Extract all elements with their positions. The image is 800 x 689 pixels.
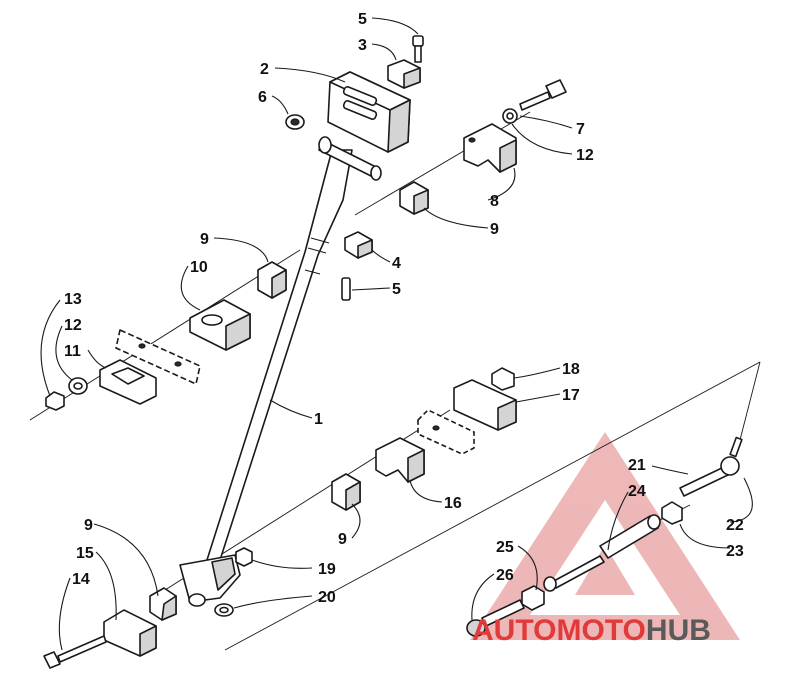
top-clamp-block: [387, 59, 421, 89]
tie-rod-end-lower: [466, 599, 525, 637]
callout-20: 20: [318, 589, 336, 606]
watermark-hub: HUB: [646, 614, 711, 647]
middle-bushing: [257, 261, 287, 299]
callout-19: 19: [318, 561, 336, 578]
callout-8: 8: [490, 193, 499, 210]
lower-plate: [417, 409, 475, 455]
lower-backing-plate: [453, 379, 517, 431]
callout-1: 1: [314, 411, 323, 428]
callout-9: 9: [490, 221, 499, 238]
middle-lock-nut: [45, 391, 65, 411]
callout-9: 9: [84, 517, 93, 534]
upper-bushing: [399, 181, 429, 215]
callout-9: 9: [338, 531, 347, 548]
callout-22: 22: [726, 517, 744, 534]
callout-7: 7: [576, 121, 585, 138]
lower-bearing-cap: [375, 437, 425, 483]
middle-retainer-plate: [99, 359, 157, 405]
tie-rod-end-upper: [679, 436, 743, 497]
callout-17: 17: [562, 387, 580, 404]
callout-16: 16: [444, 495, 462, 512]
callout-2: 2: [260, 61, 269, 78]
callout-9: 9: [200, 231, 209, 248]
callout-24: 24: [628, 483, 646, 500]
callout-14: 14: [72, 571, 90, 588]
watermark-auto: AUTO: [472, 614, 556, 647]
leader-lines: [40, 17, 753, 651]
lower-bushing: [331, 473, 361, 511]
upper-bearing-cap: [463, 123, 517, 173]
callout-4: 4: [392, 255, 401, 272]
bottom-washer: [214, 603, 234, 617]
middle-bearing-cap: [189, 299, 251, 351]
callout-5: 5: [392, 281, 401, 298]
bottom-bearing-cap: [103, 609, 157, 657]
tie-rod-jam-nut-upper: [661, 501, 683, 525]
callout-26: 26: [496, 567, 514, 584]
bottom-bushing: [149, 587, 177, 621]
callout-15: 15: [76, 545, 94, 562]
top-cap-screw: [412, 35, 424, 63]
stop-cap-screw: [341, 277, 351, 301]
watermark-logo: AUTOMOTOHUB: [472, 614, 711, 647]
callout-10: 10: [190, 259, 208, 276]
handlebar-clamp: [327, 71, 411, 153]
steering-post: [179, 136, 382, 607]
callout-labels: 5 3 2 6 7 12 8 9 4 5 9 10 13 12 11 1 18 …: [64, 11, 744, 606]
callout-5: 5: [358, 11, 367, 28]
lower-lock-nut: [491, 367, 515, 391]
callout-13: 13: [64, 291, 82, 308]
grommet: [285, 114, 305, 130]
tie-rod-boot: [599, 514, 661, 559]
steering-stop-block: [344, 231, 373, 259]
middle-washer: [68, 377, 88, 395]
callout-23: 23: [726, 543, 744, 560]
callout-25: 25: [496, 539, 514, 556]
watermark-moto: MOTO: [556, 614, 645, 647]
middle-plate: [115, 329, 201, 385]
callout-11: 11: [64, 343, 81, 360]
callout-3: 3: [358, 37, 367, 54]
bottom-lock-nut: [235, 547, 253, 567]
svg-text:AUTOMOTOHUB: AUTOMOTOHUB: [472, 614, 711, 647]
upper-bolt: [502, 79, 567, 124]
callout-12: 12: [64, 317, 82, 334]
callout-6: 6: [258, 89, 267, 106]
callout-12: 12: [576, 147, 594, 164]
callout-21: 21: [628, 457, 646, 474]
bottom-bolt: [43, 635, 107, 669]
callout-18: 18: [562, 361, 580, 378]
